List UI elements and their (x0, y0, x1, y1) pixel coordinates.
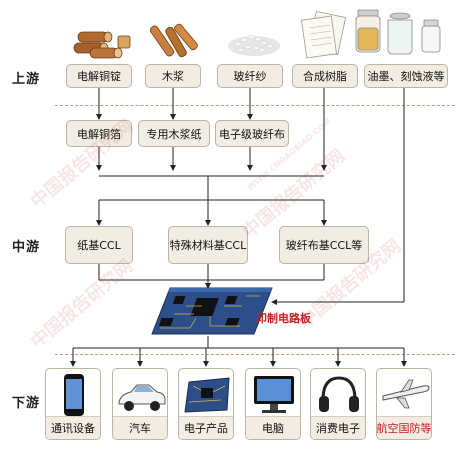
copper-ingot-icon (73, 31, 131, 59)
upstream-box-resin: 合成树脂 (292, 64, 358, 88)
downstream-card-aerospace: 航空国防等 (376, 368, 432, 440)
midstream-box-glass-ccl: 玻纤布基CCL等 (279, 226, 369, 264)
divider-upstream-midstream (55, 105, 455, 106)
midstream-box-paper-ccl: 纸基CCL (65, 226, 133, 264)
downstream-card-auto: 汽车 (112, 368, 168, 440)
downstream-label-auto: 汽车 (113, 416, 167, 439)
glass-fiber-pellets-icon (228, 34, 280, 56)
downstream-card-computer: 电脑 (245, 368, 301, 440)
chemical-jars-icon (355, 9, 441, 55)
upstream-box-wood-pulp: 木浆 (145, 64, 201, 88)
midstream-box-special-ccl: 特殊材料基CCL (168, 226, 248, 264)
upstream-box-ink-etchant: 油墨、刻蚀液等 (364, 64, 448, 88)
wood-logs-icon (150, 23, 198, 58)
intermediate-box-pulp-paper: 专用木浆纸 (138, 120, 210, 147)
stage-label-midstream: 中游 (12, 240, 41, 255)
downstream-card-consumer: 消费电子 (310, 368, 366, 440)
downstream-label-aerospace: 航空国防等 (377, 416, 432, 439)
downstream-label-telecom: 通讯设备 (46, 416, 100, 439)
downstream-label-electronics: 电子产品 (179, 416, 233, 439)
pcb-label: 印制电路板 (256, 312, 311, 325)
computer-monitor-icon (254, 376, 294, 413)
intermediate-box-copper-foil: 电解铜箔 (66, 120, 132, 147)
stage-label-upstream: 上游 (12, 72, 41, 87)
downstream-label-computer: 电脑 (246, 416, 300, 439)
upstream-box-glass-fiber: 玻纤纱 (217, 64, 283, 88)
upstream-box-copper: 电解铜锭 (66, 64, 132, 88)
pcb-board-icon (151, 287, 273, 335)
downstream-card-electronics: 电子产品 (178, 368, 234, 440)
downstream-label-consumer: 消费电子 (311, 416, 365, 439)
divider-midstream-downstream (55, 354, 455, 355)
headphones-icon (319, 376, 359, 412)
car-icon (118, 384, 166, 411)
smartphone-icon (64, 374, 84, 416)
stage-label-downstream: 下游 (12, 396, 41, 411)
circuit-board-icon (184, 377, 230, 413)
paper-sheets-icon (301, 10, 347, 59)
airplane-icon (382, 379, 430, 409)
downstream-card-telecom: 通讯设备 (45, 368, 101, 440)
intermediate-box-glass-cloth: 电子级玻纤布 (215, 120, 289, 147)
